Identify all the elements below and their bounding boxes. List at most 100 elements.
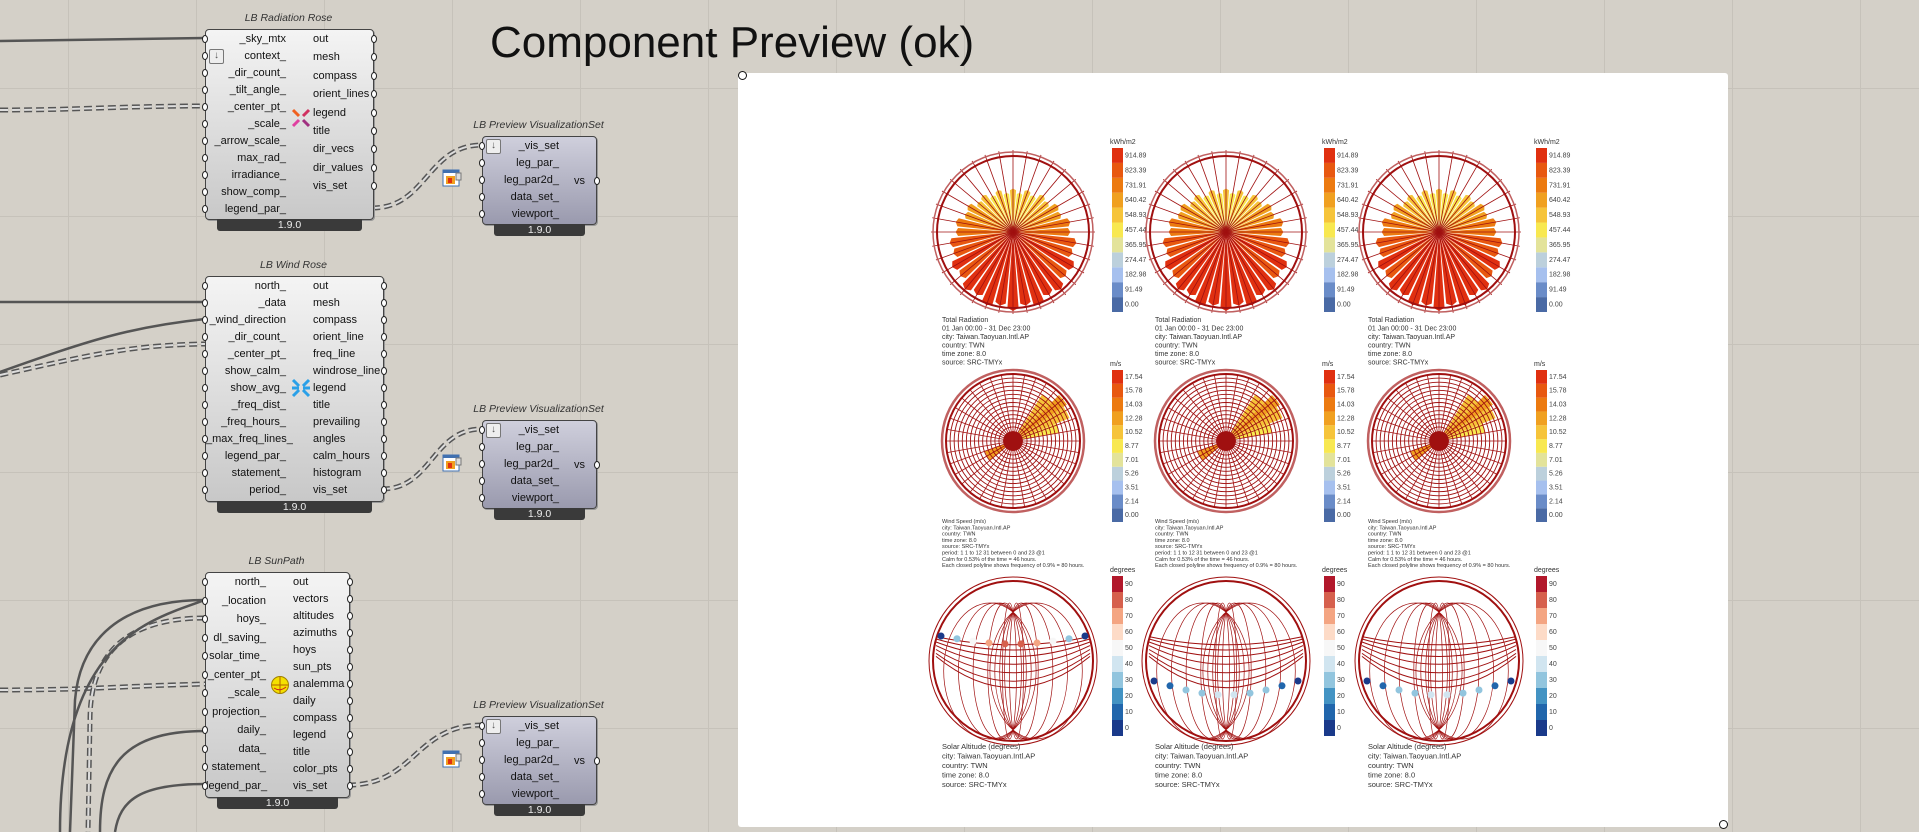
output-port[interactable] [347, 612, 353, 620]
output-port[interactable] [381, 401, 387, 409]
input-port[interactable] [479, 790, 485, 798]
input-port[interactable] [202, 435, 208, 443]
input-port[interactable] [202, 171, 208, 179]
output-port[interactable] [381, 435, 387, 443]
input-port[interactable] [479, 159, 485, 167]
input-port[interactable] [202, 86, 208, 94]
input-port[interactable] [202, 763, 208, 771]
output-port[interactable] [381, 299, 387, 307]
input-port[interactable] [202, 333, 208, 341]
component-node[interactable]: north__data_wind_direction_dir_count__ce… [202, 276, 387, 502]
input-port[interactable] [202, 652, 208, 660]
output-port[interactable] [347, 697, 353, 705]
input-port[interactable] [202, 469, 208, 477]
flatten-icon[interactable]: ↓ [209, 49, 224, 64]
output-port[interactable] [381, 316, 387, 324]
input-port[interactable] [202, 367, 208, 375]
input-port[interactable] [202, 103, 208, 111]
flatten-icon[interactable]: ↓ [486, 139, 501, 154]
resize-handle-top-left[interactable] [738, 71, 747, 80]
output-port[interactable] [347, 782, 353, 790]
input-port[interactable] [202, 120, 208, 128]
input-port[interactable] [479, 142, 485, 150]
output-port[interactable] [371, 145, 377, 154]
input-port[interactable] [202, 316, 208, 324]
output-port[interactable] [381, 367, 387, 375]
output-port[interactable] [381, 333, 387, 341]
input-port[interactable] [479, 773, 485, 781]
input-port[interactable] [202, 418, 208, 426]
output-port[interactable] [347, 646, 353, 654]
input-port[interactable] [202, 633, 208, 642]
input-port[interactable] [202, 707, 208, 716]
input-port[interactable] [202, 452, 208, 460]
output-port[interactable] [371, 90, 377, 99]
resize-handle-bottom-right[interactable] [1719, 820, 1728, 829]
output-port[interactable] [347, 629, 353, 637]
output-port[interactable] [381, 452, 387, 460]
output-port[interactable] [371, 163, 377, 172]
output-port[interactable] [347, 663, 353, 671]
output-port[interactable] [371, 71, 377, 80]
input-port[interactable] [202, 69, 208, 77]
output-port[interactable] [381, 384, 387, 392]
input-port[interactable] [202, 615, 208, 623]
input-port[interactable] [202, 670, 208, 679]
input-port[interactable] [202, 154, 208, 162]
output-port[interactable] [594, 176, 600, 185]
output-port[interactable] [371, 108, 377, 117]
output-port[interactable] [347, 578, 353, 586]
input-port[interactable] [479, 494, 485, 502]
output-port[interactable] [381, 350, 387, 358]
input-port[interactable] [202, 384, 208, 392]
output-port[interactable] [381, 486, 387, 494]
input-port[interactable] [479, 193, 485, 201]
input-port[interactable] [202, 726, 208, 734]
input-port[interactable] [202, 52, 208, 60]
output-port[interactable] [381, 282, 387, 290]
input-port[interactable] [479, 210, 485, 218]
input-port[interactable] [202, 282, 208, 290]
output-port[interactable] [347, 731, 353, 739]
input-port[interactable] [202, 188, 208, 196]
output-port[interactable] [371, 53, 377, 62]
output-port[interactable] [371, 182, 377, 191]
input-port[interactable] [202, 596, 208, 605]
output-port[interactable] [347, 714, 353, 722]
flatten-icon[interactable]: ↓ [486, 423, 501, 438]
output-port[interactable] [381, 469, 387, 477]
output-port[interactable] [347, 680, 353, 688]
input-port[interactable] [479, 426, 485, 434]
input-port[interactable] [202, 689, 208, 697]
input-port[interactable] [202, 486, 208, 494]
output-port[interactable] [381, 418, 387, 426]
output-port[interactable] [594, 460, 600, 469]
input-port[interactable] [202, 137, 208, 145]
input-port[interactable] [479, 176, 485, 184]
input-port[interactable] [202, 35, 208, 43]
output-port[interactable] [371, 127, 377, 135]
input-port[interactable] [202, 401, 208, 409]
input-port[interactable] [479, 739, 485, 747]
output-port[interactable] [347, 765, 353, 773]
input-port[interactable] [202, 350, 208, 358]
input-port[interactable] [202, 299, 208, 307]
input-port[interactable] [202, 744, 208, 753]
output-port[interactable] [371, 35, 377, 43]
output-port[interactable] [347, 595, 353, 603]
input-port[interactable] [202, 205, 208, 213]
input-port[interactable] [479, 722, 485, 730]
input-port[interactable] [479, 460, 485, 468]
input-port[interactable] [479, 443, 485, 451]
input-port[interactable] [202, 781, 208, 790]
output-port[interactable] [594, 756, 600, 765]
output-port[interactable] [347, 748, 353, 756]
input-port[interactable] [202, 578, 208, 586]
input-port[interactable] [479, 756, 485, 764]
input-port[interactable] [479, 477, 485, 485]
